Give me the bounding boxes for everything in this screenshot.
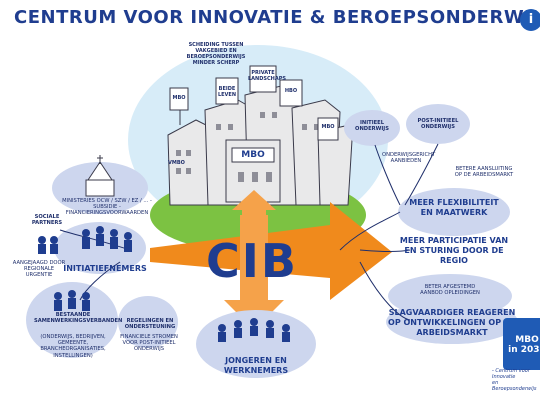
mbo-2030-badge [503,318,540,370]
info-icon[interactable]: i [520,9,540,31]
people-sociale-partners [38,236,58,254]
label-initieel: INITIEEL ONDERWIJS [355,120,389,133]
bubble-flexibiliteit [398,188,510,236]
flag-label-hbo: HBO [284,88,298,94]
building-sign: MBO [241,150,265,160]
label-regelingen-detail: FINANCIELE STROMEN VOOR POST-INITIEEL ON… [120,334,178,353]
label-initiatiefnemers: INITIATIEFNEMERS [63,264,147,273]
label-bestaande-detail: (ONDERWIJS, BEDRIJVEN, GEMEENTE, BRANCHE… [40,334,106,359]
bubble-bestaande [26,282,118,358]
bubble-post-initieel [406,104,470,144]
arrow-down [224,215,284,330]
footer-line2: en Beroepsonderwijs [492,380,537,392]
label-ministeries: MINISTERIES OCW / SZW / EZ / ... - SUBSI… [62,198,152,217]
label-bestaande: BESTAANDE SAMENWERKINGSVERBANDEN [34,312,123,325]
flag-label-beide-leven: BEIDE LEVEN [217,86,237,98]
label-betere-aansluiting: BETERE AANSLUITING OP DE ARBEIDSMARKT [454,166,514,179]
flag-label-scheiding: SCHEIDING TUSSEN VAKGEBIED EN BEROEPSOND… [186,42,246,66]
flag-label-mbo-left: MBO [172,95,186,101]
flags [169,65,339,141]
bubble-slagvaardiger [386,300,518,344]
label-jongeren: JONGEREN EN WERKNEMERS [223,356,289,375]
flag-label-mbo-right: MBO [321,124,335,130]
mbo-2030-line2: in 2030 [508,345,540,355]
footer-line1: - Centrum voor Innovatie [492,368,530,380]
mbo-sign-plate [231,147,275,163]
label-post-initieel: POST-INITIEEL ONDERWIJS [417,118,459,131]
flag-label-vmbo: VMBO [168,160,185,166]
main-arrow-right [150,202,392,300]
label-participatie: MEER PARTICIPATIE VAN EN STURING DOOR DE… [399,236,509,265]
label-regelingen: REGELINGEN EN ONDERSTEUNING [124,318,176,331]
mbo-2030-line1: MBO [515,335,539,345]
people-bestaande [54,290,90,311]
header: CENTRUM VOOR INNOVATIE & BEROEPSONDERWIJ… [0,0,540,36]
label-onderwijs-gericht: ONDERWIJSGERICHT AANBIEDEN [382,152,436,165]
people-jongeren [218,318,290,342]
mbo-2030-text: MBO in 2030 [504,335,540,355]
label-flexibiliteit: MEER FLEXIBILITEIT EN MAATWERK [409,198,499,217]
label-sociale-partners: SOCIALE PARTNERS [31,214,63,227]
flag-label-private: PRIVATE LANDSCHAPS [248,70,286,82]
mbo-buildings [167,84,353,206]
footer-credit: - Centrum voor Innovatie en Beroepsonder… [492,368,540,392]
arrow-up [232,190,276,240]
label-beter-afgestemd: BETER AFGESTEMD AANBOD OPLEIDINGEN [420,284,480,297]
church-icon [85,155,115,197]
people-initiatiefnemers [82,226,132,252]
building-windows [176,112,319,182]
label-aangejaagd: AANGEJAAGD DOOR REGIONALE URGENTIE [12,260,66,279]
bubble-regelingen [118,296,178,348]
cib-label: CIB [206,234,298,288]
bubble-initieel [344,110,400,146]
page-title: CENTRUM VOOR INNOVATIE & BEROEPSONDERWIJ… [14,7,540,28]
connector-lines [59,143,439,321]
label-slagvaardiger: SLAGVAARDIGER REAGEREN OP ONTWIKKELINGEN… [388,308,516,337]
